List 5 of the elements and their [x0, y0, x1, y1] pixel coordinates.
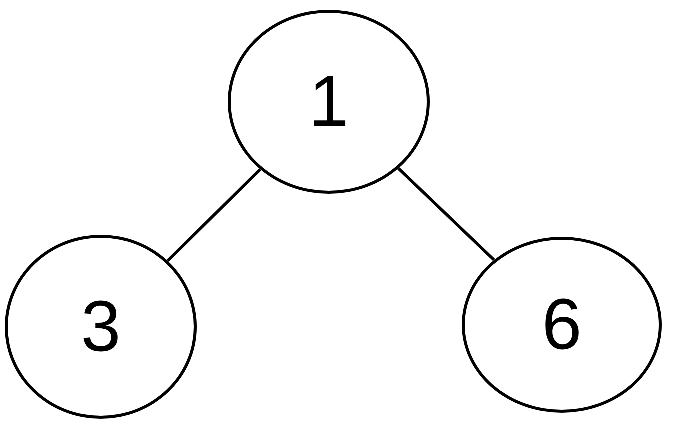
connector-line [398, 168, 496, 262]
connector-line [166, 168, 262, 262]
node-number: 6 [542, 289, 582, 361]
node-number: 3 [80, 291, 122, 363]
node-number: 1 [308, 66, 350, 138]
